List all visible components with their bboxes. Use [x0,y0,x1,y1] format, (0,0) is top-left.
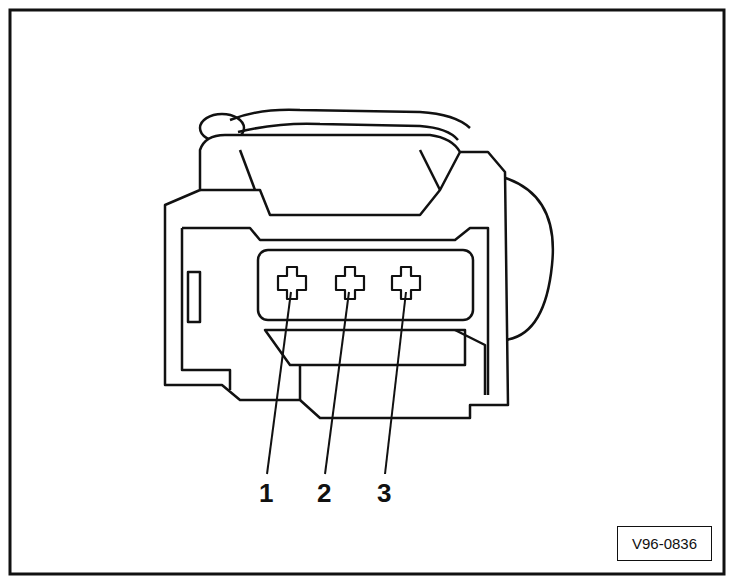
reference-box: V96-0836 [617,526,712,561]
callout-number: 1 [259,480,273,506]
callout-number: 2 [317,480,331,506]
frame [10,10,724,574]
leader-lines [267,292,406,474]
callout-number: 3 [377,480,391,506]
connector-housing [165,110,553,418]
reference-code: V96-0836 [632,536,697,551]
